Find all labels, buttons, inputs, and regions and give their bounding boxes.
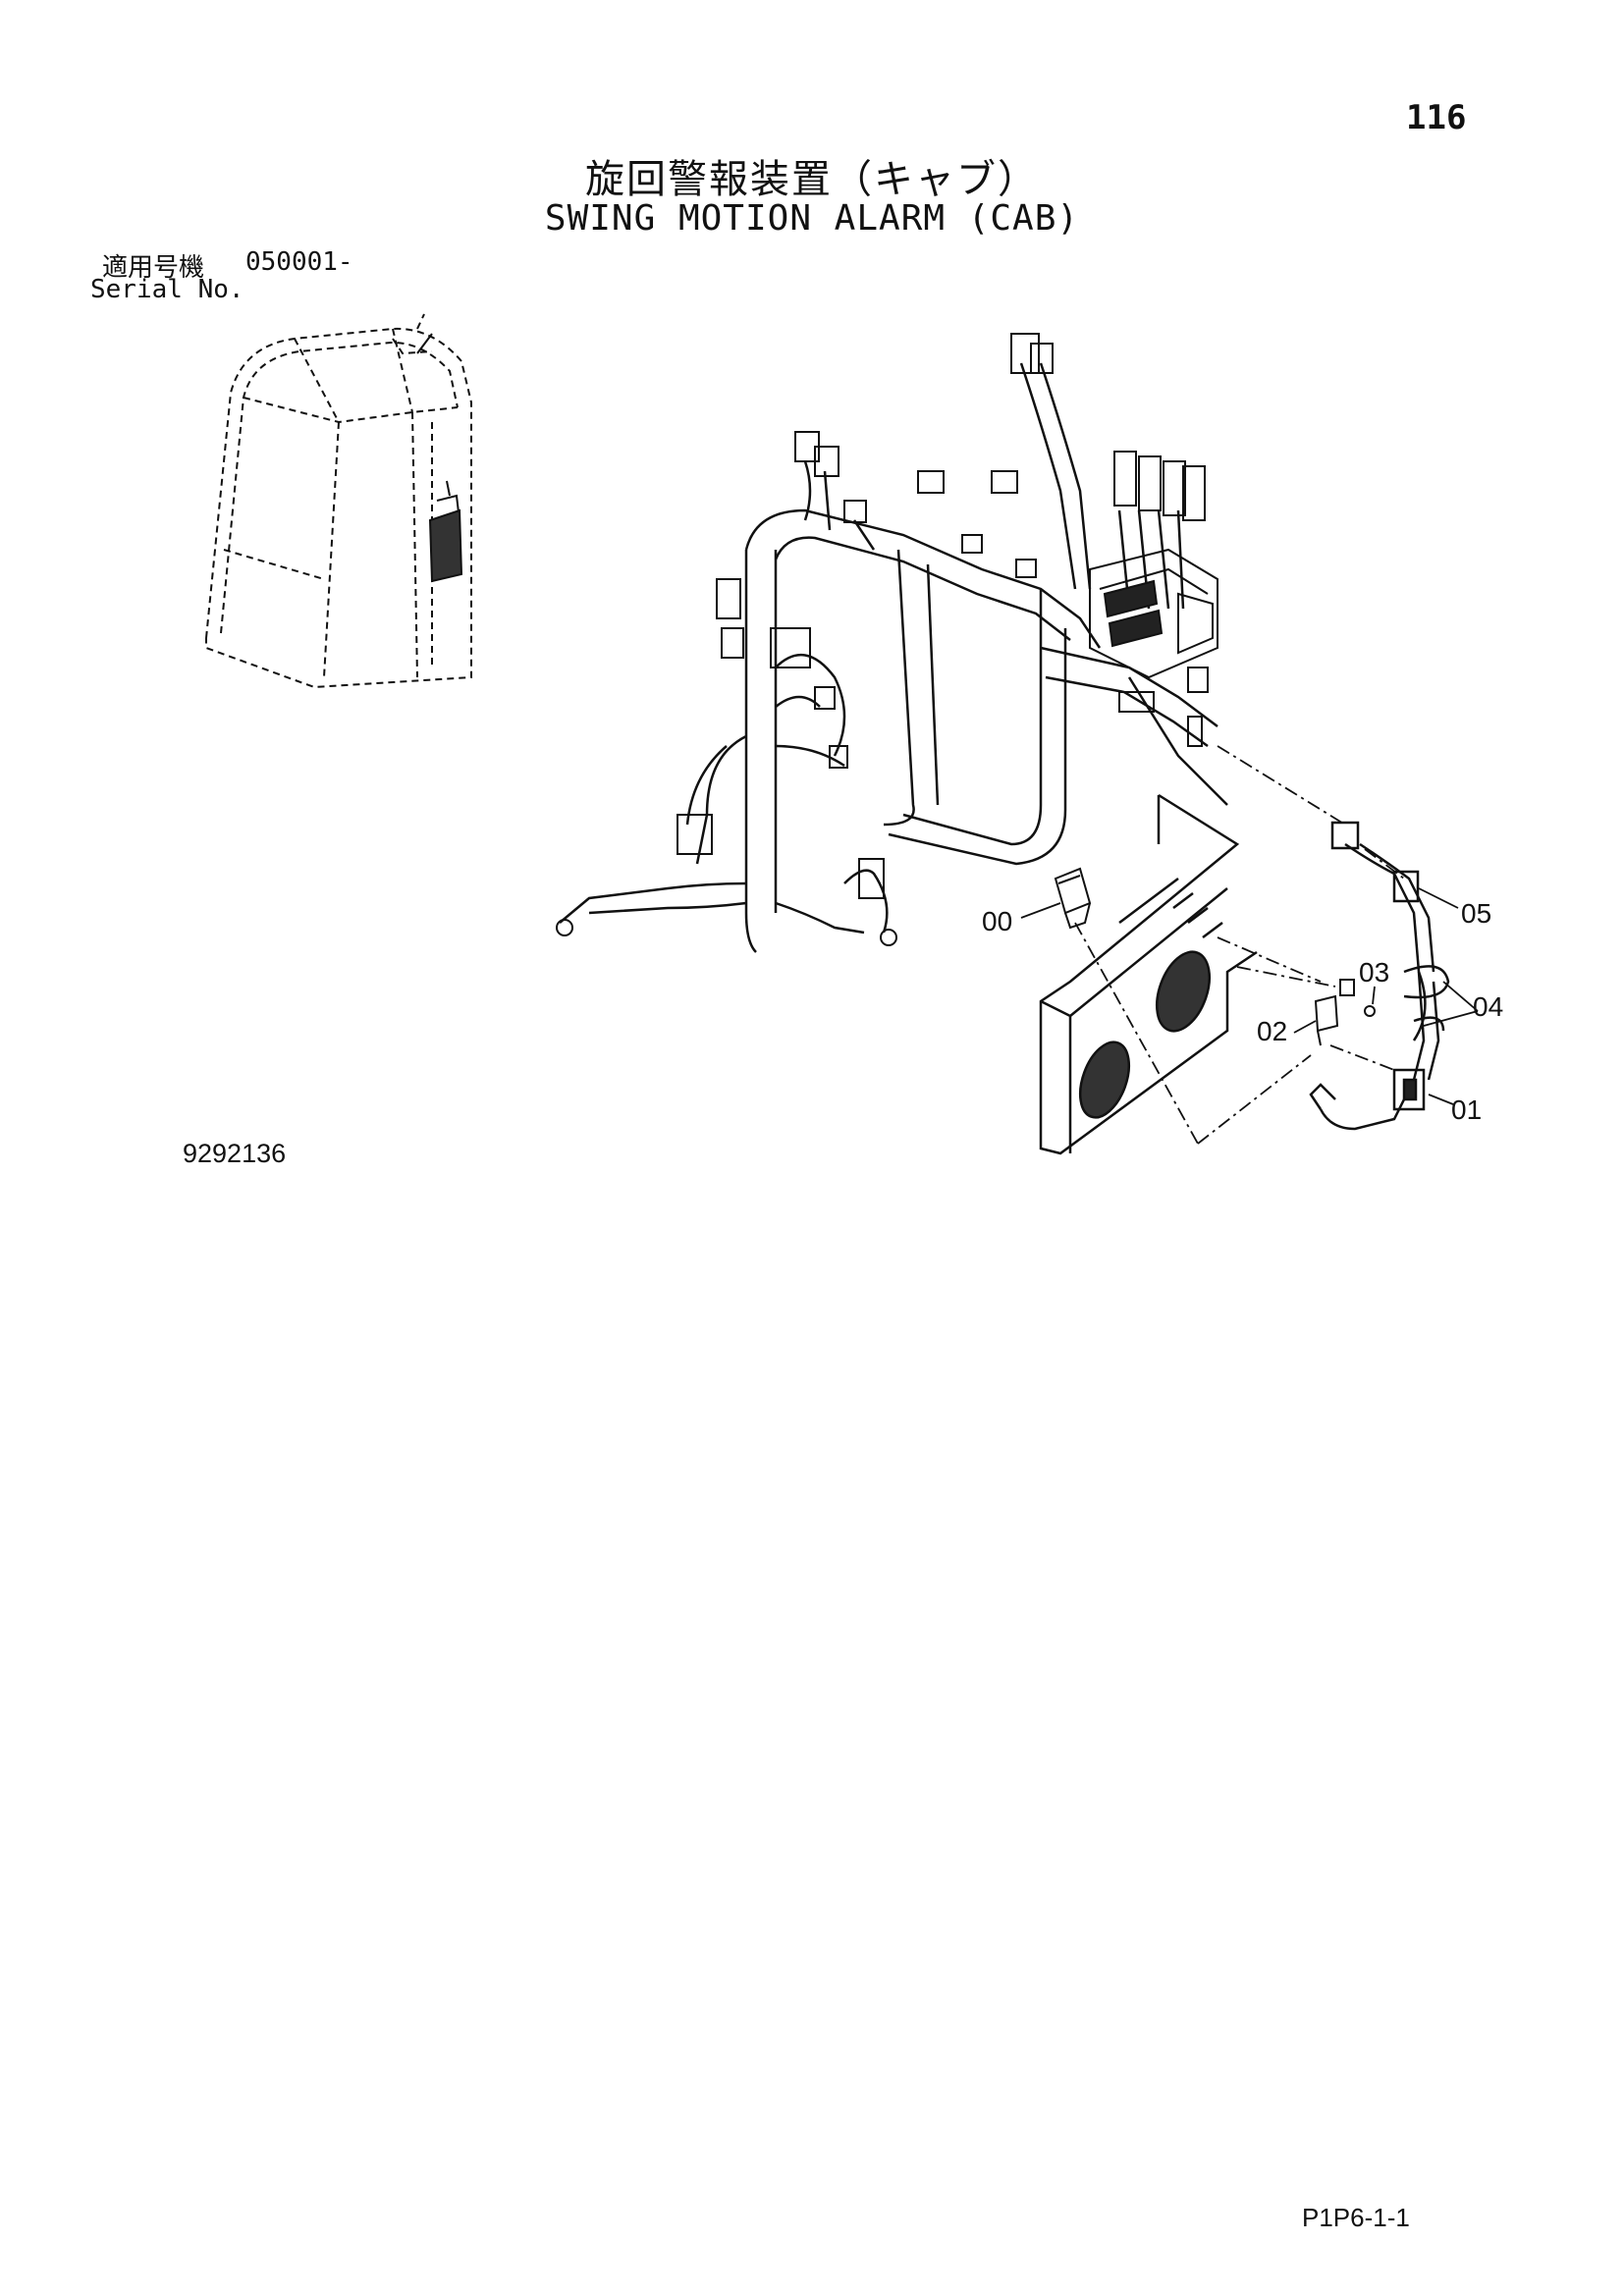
alarm-sub-harness [1309,821,1450,1131]
harness-connectors [556,333,1218,946]
serial-label-english: Serial No. [90,275,244,304]
main-wire-harness [559,362,1228,953]
callout-02: 02 [1257,1016,1287,1046]
serial-range: 050001- [245,247,353,277]
footer-page-code: P1P6-1-1 [1302,2203,1410,2232]
alarm-panel [1039,793,1258,1155]
cab-panel-highlight [416,333,463,583]
title-japanese: 旋回警報装置（キャブ） [585,157,1039,202]
callout-05: 05 [1461,898,1491,929]
callout-01: 01 [1451,1095,1482,1125]
title-english: SWING MOTION ALARM (CAB) [544,198,1080,239]
small-parts [1314,979,1376,1046]
serial-label-japanese: 適用号機 [102,253,205,283]
assembly-leader-lines [1074,745,1405,1145]
callout-00: 00 [982,906,1012,936]
cab-outline-illustration [205,313,472,689]
callout-leaders [1020,887,1479,1105]
page-number: 116 [1406,98,1467,137]
part-00-switch [1054,867,1092,930]
callout-03: 03 [1359,957,1389,988]
callout-04: 04 [1473,991,1503,1022]
drawing-number: 9292136 [183,1139,287,1168]
